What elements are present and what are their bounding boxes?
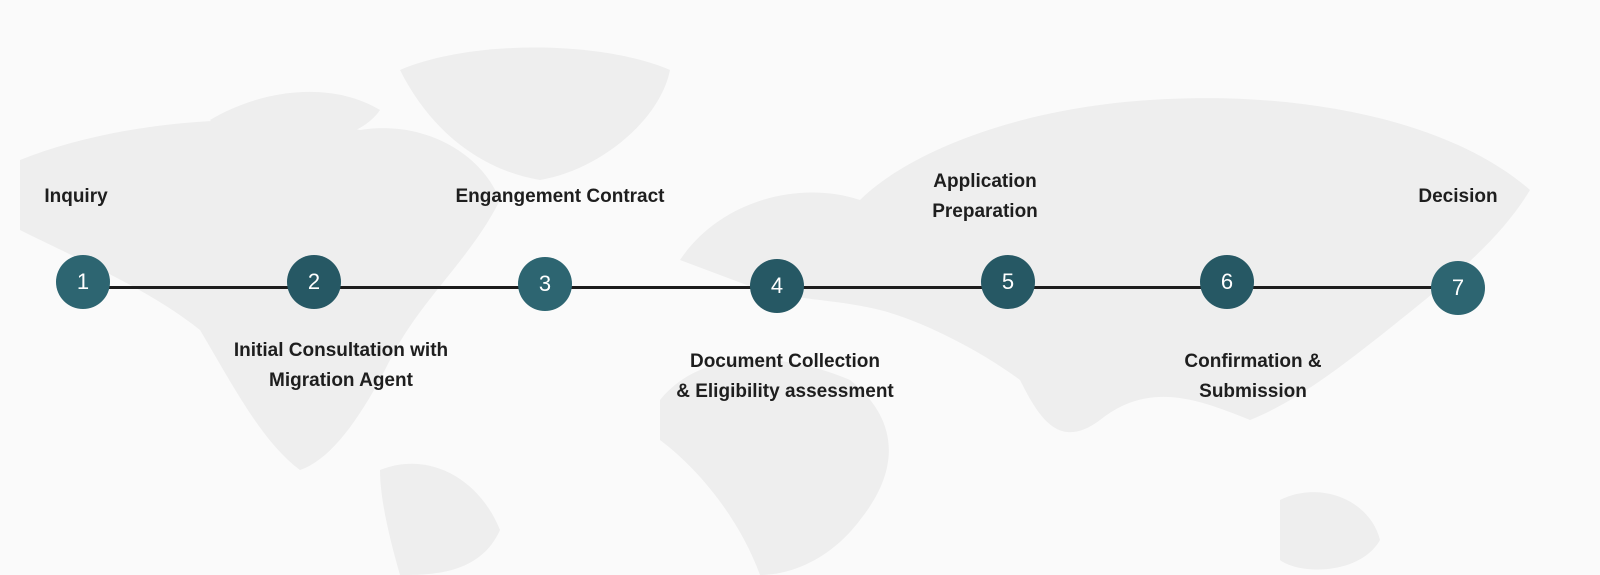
step-6-marker: 6 xyxy=(1200,255,1254,309)
step-7-label: Decision xyxy=(1418,182,1497,212)
label-line: Decision xyxy=(1418,186,1498,207)
step-3-label: Engangement Contract xyxy=(455,182,664,212)
label-line: Document Collection xyxy=(689,351,880,372)
label-line: Application xyxy=(933,171,1037,192)
label-line: Engangement Contract xyxy=(455,186,665,207)
step-5-marker: 5 xyxy=(981,255,1035,309)
step-number: 4 xyxy=(770,273,784,298)
label-line: Migration Agent xyxy=(269,370,413,391)
step-number: 6 xyxy=(1220,269,1234,294)
step-number: 3 xyxy=(538,271,552,296)
step-1-marker: 1 xyxy=(56,255,110,309)
label-line: & Eligibility assessment xyxy=(676,381,894,402)
step-6-label: Confirmation & Submission xyxy=(1184,347,1321,407)
step-7-marker: 7 xyxy=(1431,261,1485,315)
step-1-label: Inquiry xyxy=(44,182,107,212)
step-3-marker: 3 xyxy=(518,257,572,311)
step-number: 5 xyxy=(1001,269,1015,294)
step-number: 7 xyxy=(1451,275,1465,300)
step-number: 1 xyxy=(76,269,90,294)
label-line: Confirmation & xyxy=(1184,351,1322,372)
label-line: Inquiry xyxy=(44,186,108,207)
step-4-marker: 4 xyxy=(750,259,804,313)
label-line: Submission xyxy=(1199,381,1307,402)
label-line: Preparation xyxy=(932,201,1038,222)
label-line: Initial Consultation with xyxy=(233,340,449,361)
step-2-marker: 2 xyxy=(287,255,341,309)
step-4-label: Document Collection & Eligibility assessm… xyxy=(676,347,894,407)
step-number: 2 xyxy=(307,269,321,294)
